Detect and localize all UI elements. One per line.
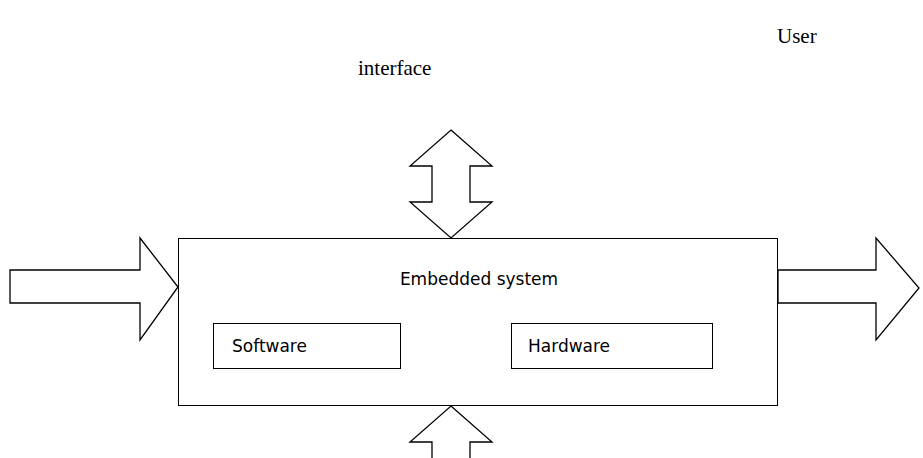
- software-box: Software: [213, 323, 401, 369]
- hardware-box: Hardware: [511, 323, 713, 369]
- interface-label: interface: [358, 56, 431, 81]
- interface-double-arrow: [410, 130, 492, 238]
- user-label: User: [777, 24, 817, 49]
- node-label: Hardware: [528, 336, 610, 356]
- output-arrow: [778, 238, 919, 340]
- node-label: Software: [232, 336, 307, 356]
- node-label: Embedded system: [400, 269, 558, 289]
- input-arrow: [10, 238, 178, 340]
- system-box: Embedded systemSoftware Hardware: [178, 238, 778, 406]
- bottom-double-arrow: [410, 406, 492, 458]
